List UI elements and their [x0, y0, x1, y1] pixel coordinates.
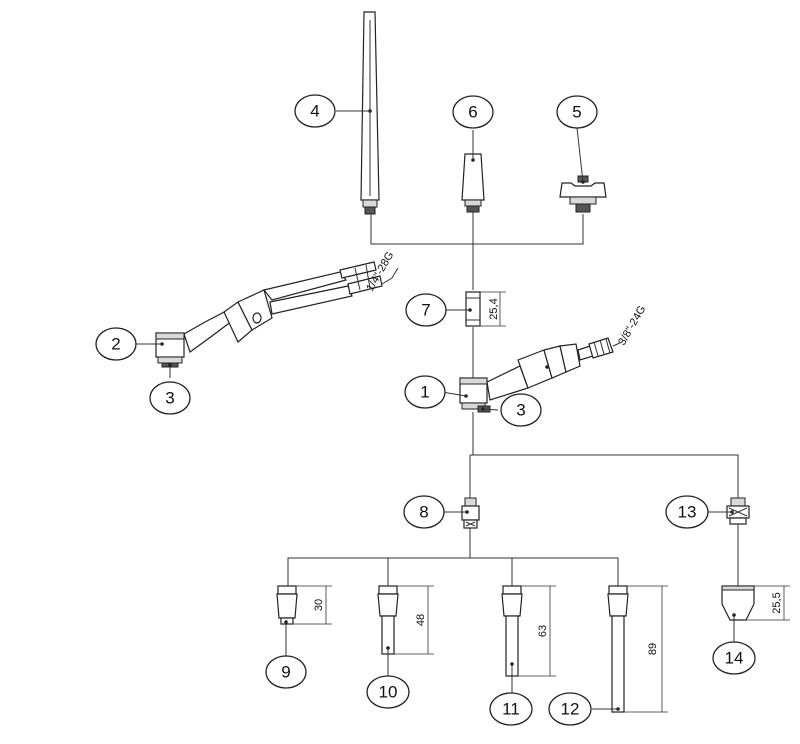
top-connection-lines — [370, 210, 584, 378]
callout-11: 11 — [489, 692, 533, 726]
callout-3-left: 3 — [149, 381, 191, 415]
part-12-extension — [607, 585, 668, 713]
middle-connection-lines — [287, 454, 739, 586]
svg-text:1: 1 — [420, 383, 429, 402]
svg-text:2: 2 — [111, 335, 120, 354]
svg-text:3: 3 — [516, 401, 525, 420]
left-handpiece — [155, 261, 399, 378]
callout-9: 9 — [265, 655, 307, 689]
part-5-knob — [559, 175, 607, 213]
part-6-short-tip — [461, 153, 485, 213]
callout-8: 8 — [403, 495, 445, 529]
part-8-coupler — [461, 497, 480, 529]
dimension-7: 25,4 — [488, 298, 500, 319]
svg-text:11: 11 — [502, 700, 520, 719]
part-10-extension — [377, 585, 434, 655]
callout-14: 14 — [712, 641, 756, 675]
dimension-10: 48 — [415, 614, 427, 626]
callout-2: 2 — [95, 327, 137, 361]
svg-text:10: 10 — [379, 683, 398, 702]
part-4-long-tip — [360, 11, 380, 215]
svg-text:12: 12 — [561, 700, 580, 719]
svg-text:6: 6 — [468, 103, 477, 122]
svg-text:5: 5 — [572, 103, 581, 122]
callout-13: 13 — [665, 495, 709, 529]
right-handpiece — [459, 337, 623, 455]
callout-7: 7 — [405, 293, 447, 327]
dimension-11: 63 — [537, 625, 549, 637]
svg-text:8: 8 — [419, 503, 428, 522]
callout-3-right: 3 — [500, 393, 542, 427]
svg-text:9: 9 — [281, 663, 290, 682]
callout-1: 1 — [404, 375, 446, 409]
callout-10: 10 — [366, 675, 410, 709]
right-thread-label: 3/8"-24G — [616, 304, 648, 348]
svg-text:7: 7 — [421, 301, 430, 320]
part-13-coupler — [726, 497, 750, 525]
svg-text:4: 4 — [310, 102, 319, 121]
svg-text:14: 14 — [725, 649, 744, 668]
part-11-extension — [501, 585, 556, 677]
callout-6: 6 — [452, 95, 494, 129]
dimension-12: 89 — [647, 643, 659, 655]
callout-12: 12 — [548, 692, 592, 726]
svg-text:3: 3 — [165, 389, 174, 408]
leader-lines — [136, 110, 735, 710]
callout-5: 5 — [556, 95, 598, 129]
svg-text:13: 13 — [678, 503, 697, 522]
callout-4: 4 — [294, 94, 336, 128]
dimension-9: 30 — [313, 599, 325, 611]
part-7-adapter — [465, 291, 506, 327]
dimension-14: 25,5 — [771, 592, 783, 613]
